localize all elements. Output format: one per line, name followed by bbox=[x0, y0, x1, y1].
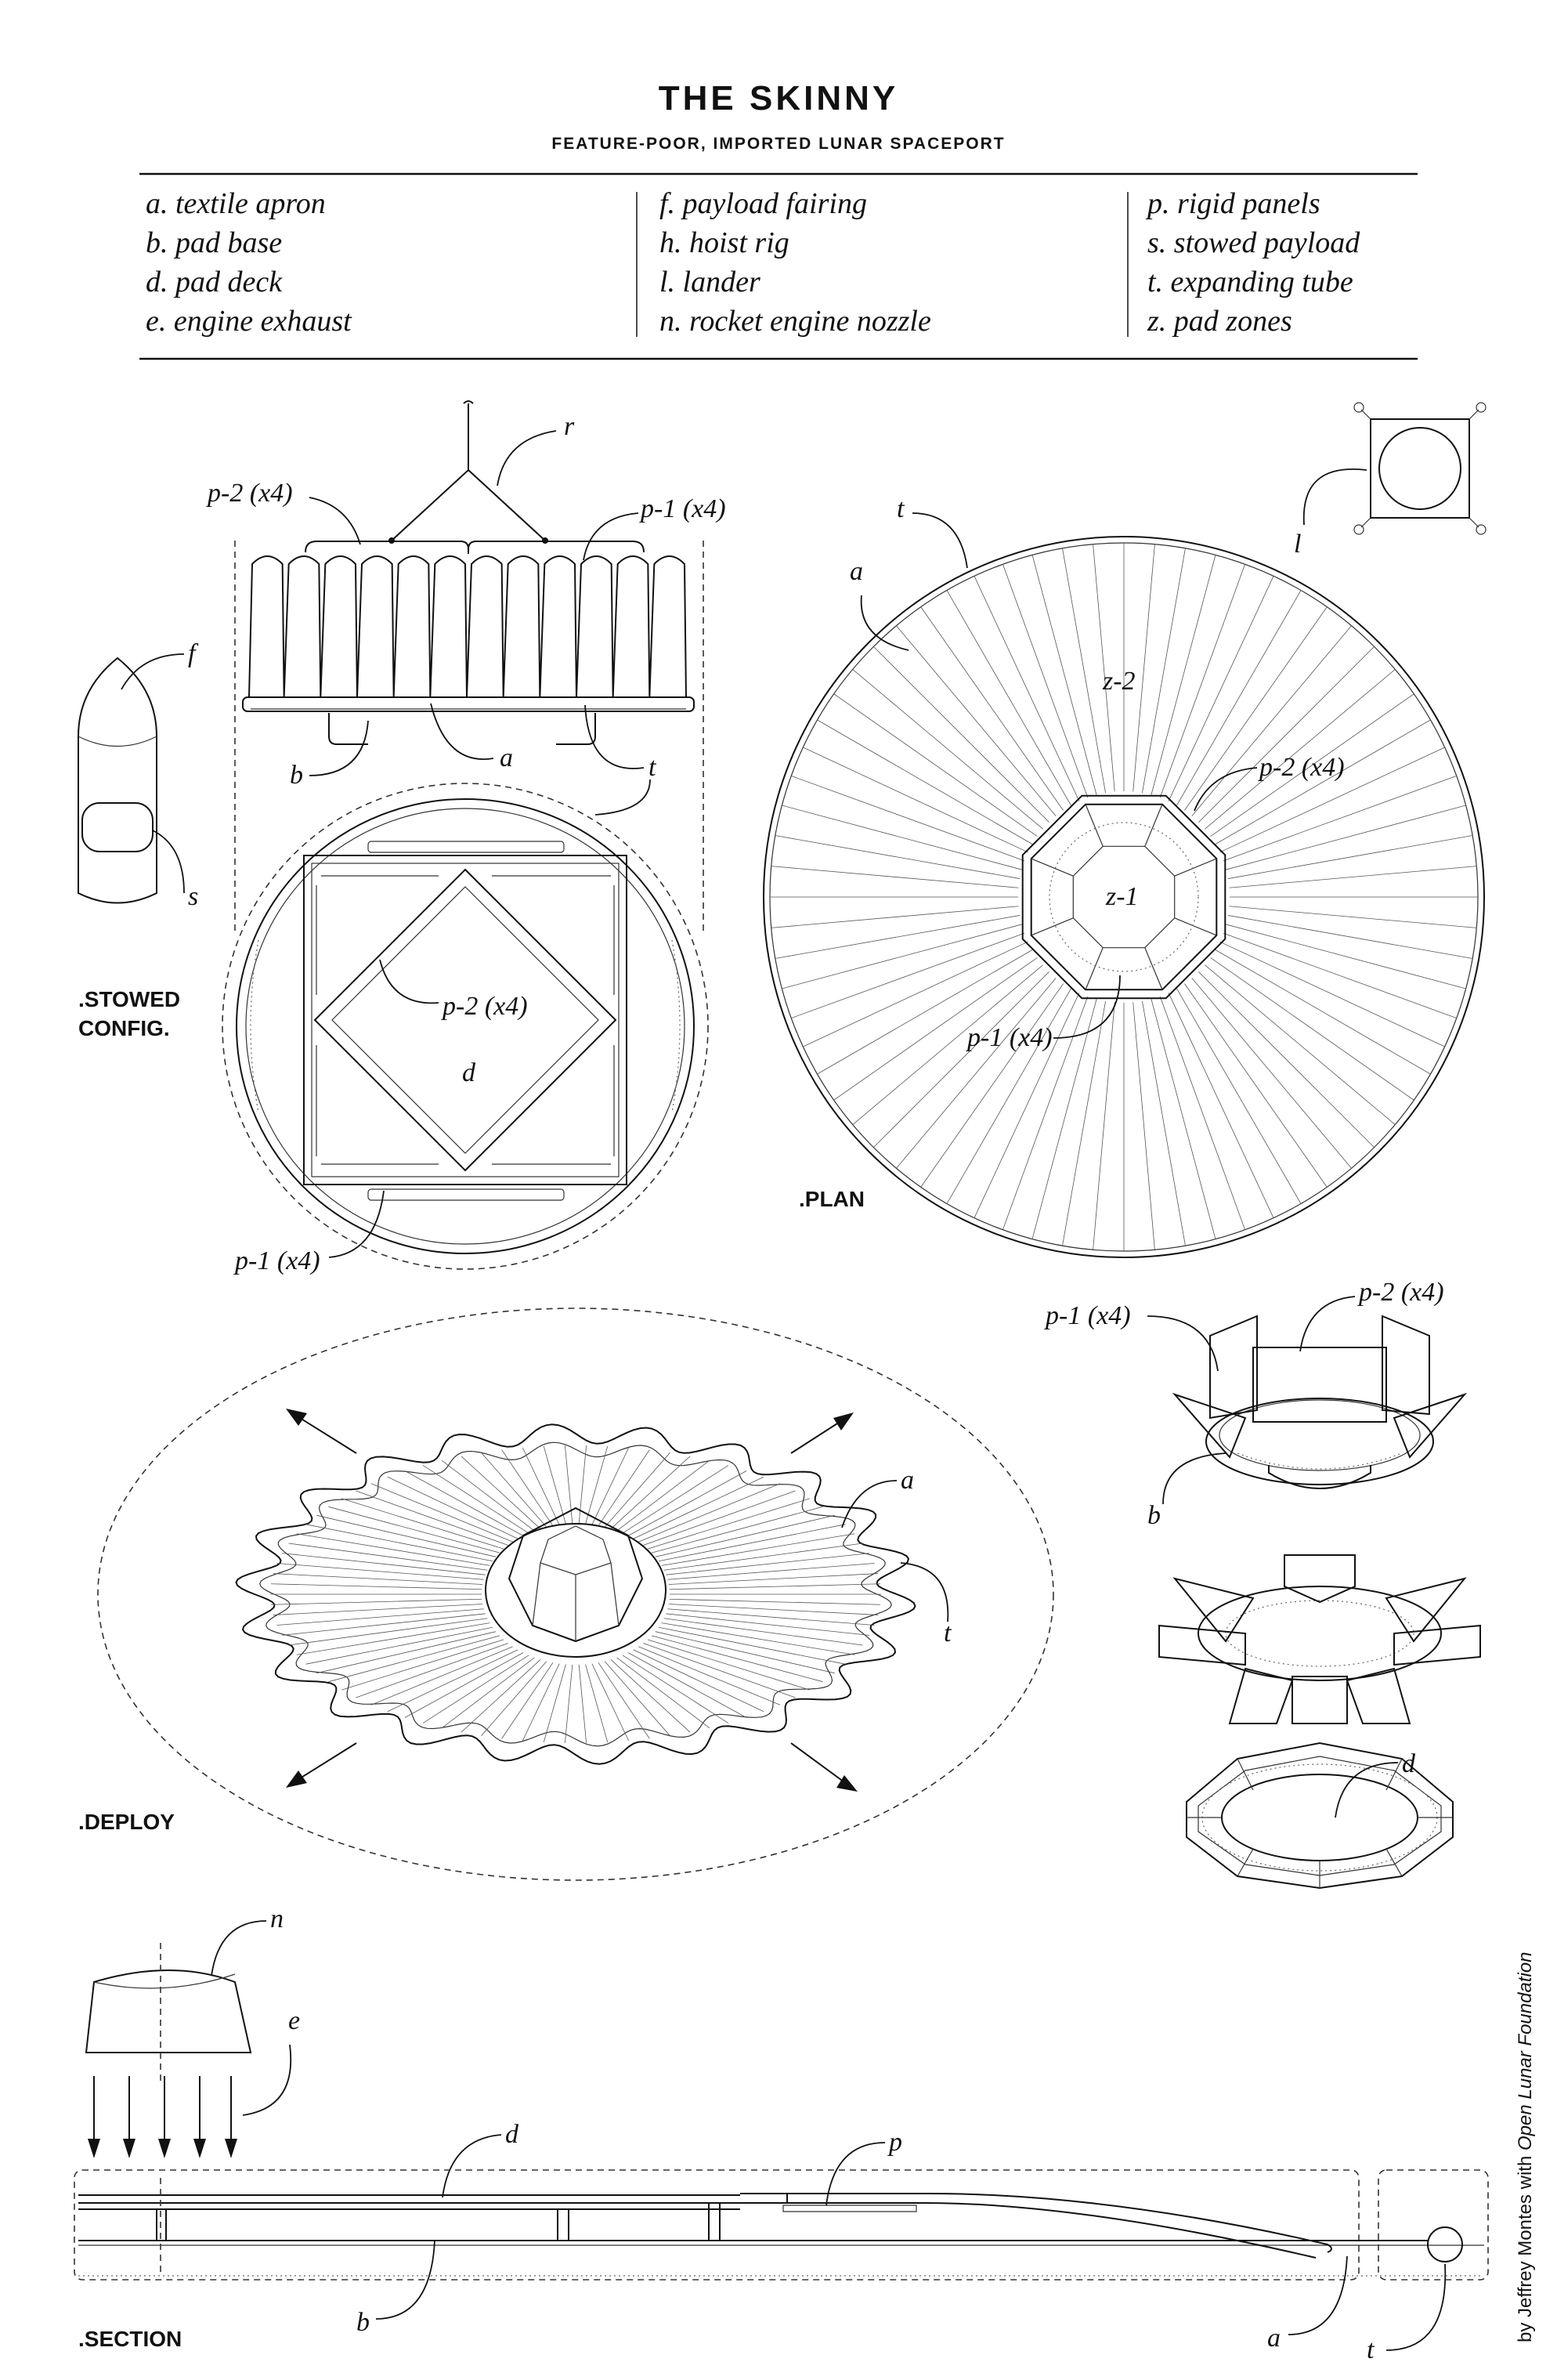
label-r: r bbox=[564, 412, 575, 441]
plan-view bbox=[763, 536, 1485, 1258]
deploy-sequence-stage-1 bbox=[1172, 1315, 1468, 1489]
label-t-section: t bbox=[1367, 2335, 1375, 2364]
label-p-section: p bbox=[887, 2128, 902, 2157]
label-p1-top: p-1 (x4) bbox=[233, 1246, 320, 1275]
section-view bbox=[74, 2169, 1489, 2281]
deploy-view bbox=[97, 1308, 1054, 1881]
label-d-seq: d bbox=[1402, 1749, 1416, 1778]
legend-item: z. pad zones bbox=[1147, 305, 1292, 338]
legend-item: p. rigid panels bbox=[1145, 187, 1320, 220]
label-p2-top: p-2 (x4) bbox=[441, 992, 528, 1021]
legend-item: s. stowed payload bbox=[1147, 226, 1360, 259]
credit: by Jeffrey Montes with Open Lunar Founda… bbox=[1515, 1951, 1536, 2342]
label-t-plan: t bbox=[897, 494, 905, 523]
legend-item: l. lander bbox=[659, 266, 760, 298]
view-label-plan: .PLAN bbox=[799, 1187, 865, 1211]
deploy-sequence-stage-3 bbox=[1186, 1742, 1454, 1890]
label-z1: z-1 bbox=[1105, 882, 1139, 911]
deploy-sequence-stage-2 bbox=[1158, 1554, 1481, 1724]
label-b-section: b bbox=[356, 2308, 370, 2337]
page-title: THE SKINNY bbox=[659, 79, 898, 118]
legend-item: h. hoist rig bbox=[659, 226, 789, 259]
payload-fairing bbox=[78, 656, 157, 904]
legend-column-1: a. textile apron b. pad base d. pad deck… bbox=[146, 187, 352, 338]
label-p2-plan: p-2 (x4) bbox=[1258, 753, 1345, 782]
stowed-top-view bbox=[222, 783, 709, 1270]
label-p1-plan: p-1 (x4) bbox=[966, 1023, 1053, 1052]
label-a-section: a bbox=[1267, 2324, 1281, 2353]
stowed-payload bbox=[81, 802, 154, 852]
view-label-section: .SECTION bbox=[78, 2327, 182, 2351]
label-l: l bbox=[1294, 530, 1301, 559]
label-p1-side: p-1 (x4) bbox=[639, 494, 726, 523]
label-a-side: a bbox=[500, 743, 513, 772]
label-d-stowed: d bbox=[462, 1058, 476, 1087]
legend-item: d. pad deck bbox=[146, 266, 283, 298]
label-p1-seq: p-1 (x4) bbox=[1044, 1301, 1131, 1330]
label-b-side: b bbox=[290, 761, 303, 790]
nozzle bbox=[85, 1943, 252, 2084]
label-z2: z-2 bbox=[1102, 667, 1136, 696]
label-t-side: t bbox=[648, 753, 657, 782]
view-label-stowed: .STOWED bbox=[78, 987, 180, 1011]
label-a-deploy: a bbox=[901, 1466, 914, 1495]
credit-prefix: by Jeffrey Montes with bbox=[1515, 2150, 1536, 2342]
legend-item: b. pad base bbox=[146, 226, 282, 259]
legend-item: e. engine exhaust bbox=[146, 305, 352, 338]
label-e: e bbox=[288, 2006, 300, 2035]
stowed-side-view bbox=[242, 400, 695, 745]
label-d-section: d bbox=[505, 2120, 519, 2149]
legend-column-2: f. payload fairing h. hoist rig l. lande… bbox=[659, 187, 931, 338]
label-f: f bbox=[188, 639, 199, 668]
legend-item: n. rocket engine nozzle bbox=[659, 305, 931, 338]
page-subtitle: FEATURE-POOR, IMPORTED LUNAR SPACEPORT bbox=[551, 135, 1005, 153]
legend-item: a. textile apron bbox=[146, 187, 326, 220]
label-t-deploy: t bbox=[944, 1619, 952, 1648]
legend-item: t. expanding tube bbox=[1147, 266, 1353, 298]
label-a-plan: a bbox=[850, 557, 863, 586]
label-p2-side: p-2 (x4) bbox=[206, 479, 293, 508]
credit-org: Open Lunar Foundation bbox=[1515, 1951, 1536, 2150]
label-s: s bbox=[188, 882, 198, 911]
legend-item: f. payload fairing bbox=[659, 187, 867, 220]
label-b-seq: b bbox=[1147, 1501, 1161, 1530]
label-n: n bbox=[270, 1904, 284, 1933]
view-label-stowed-2: CONFIG. bbox=[78, 1016, 170, 1040]
view-label-deploy: .DEPLOY bbox=[78, 1810, 175, 1834]
engine-exhaust-arrows bbox=[88, 2076, 237, 2158]
label-p2-seq: p-2 (x4) bbox=[1357, 1278, 1444, 1307]
lander bbox=[1353, 402, 1487, 535]
legend-column-3: p. rigid panels s. stowed payload t. exp… bbox=[1145, 187, 1360, 338]
